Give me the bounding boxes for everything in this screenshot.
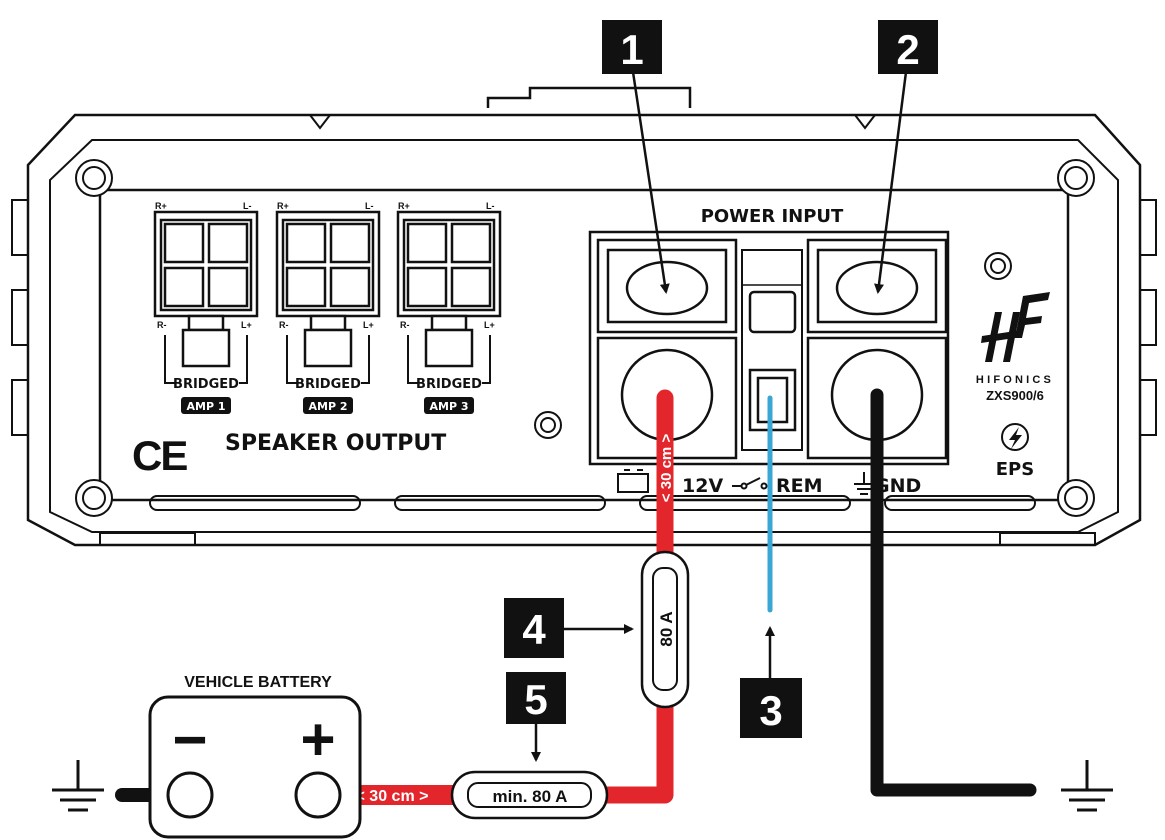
callout-4: 4 xyxy=(504,598,564,658)
length-near-amp-label: < 30 cm > xyxy=(658,434,675,503)
terminal-gnd-label: GND xyxy=(874,475,921,497)
fuse-near-battery-label: min. 80 A xyxy=(493,787,568,806)
power-wire-lower xyxy=(590,700,674,804)
lightning-bolt-icon xyxy=(1001,423,1029,451)
svg-text:3: 3 xyxy=(759,687,782,734)
pin-label-r-plus: R+ xyxy=(277,201,289,211)
amp-channel-label: AMP 2 xyxy=(308,400,347,413)
brand-name: HIFONICS xyxy=(976,374,1054,386)
bridged-label: BRIDGED xyxy=(416,377,482,392)
ground-wire xyxy=(870,388,1037,797)
callout-1: 1 xyxy=(602,20,662,74)
svg-text:5: 5 xyxy=(524,676,547,723)
hifonics-logo-icon xyxy=(981,292,1050,362)
fuse-near-amp: 80 A xyxy=(640,550,690,709)
ce-mark: CE xyxy=(132,432,187,479)
power-input-label: POWER INPUT xyxy=(701,206,844,227)
speaker-connector-amp-1: R+ L- R- L+ BRIDGED AMP 1 xyxy=(153,201,259,414)
callout-2: 2 xyxy=(878,20,938,74)
fuse-near-amp-label: 80 A xyxy=(657,611,676,646)
pin-label-r-plus: R+ xyxy=(155,201,167,211)
terminal-rem-label: REM xyxy=(776,475,823,497)
speaker-connectors: R+ L- R- L+ BRIDGED AMP 1 R+ L- R- L+ BRIDGED AMP 2… xyxy=(153,201,502,414)
svg-text:4: 4 xyxy=(522,606,546,653)
callout-3: 3 xyxy=(740,678,802,738)
speaker-connector-amp-2: R+ L- R- L+ BRIDGED AMP 2 xyxy=(275,201,381,414)
pin-label-r-minus: R- xyxy=(400,320,410,330)
vehicle-battery xyxy=(148,695,362,839)
bridged-label: BRIDGED xyxy=(295,377,361,392)
pin-label-l-plus: L+ xyxy=(484,320,495,330)
pin-label-l-minus: L- xyxy=(486,201,495,211)
pin-label-l-plus: L+ xyxy=(363,320,374,330)
bridged-label: BRIDGED xyxy=(173,377,239,392)
pin-label-l-plus: L+ xyxy=(241,320,252,330)
battery-symbol-icon xyxy=(617,469,649,493)
battery-minus-symbol: − xyxy=(172,706,207,773)
speaker-connector-amp-3: R+ L- R- L+ BRIDGED AMP 3 xyxy=(396,201,502,414)
svg-text:1: 1 xyxy=(620,26,643,73)
length-near-battery-label: < 30 cm > xyxy=(356,788,429,805)
switch-symbol-icon xyxy=(732,477,768,490)
pin-label-l-minus: L- xyxy=(243,201,252,211)
pin-label-r-minus: R- xyxy=(279,320,289,330)
pin-label-l-minus: L- xyxy=(365,201,374,211)
callout-arrows xyxy=(531,71,908,762)
pin-label-r-minus: R- xyxy=(157,320,167,330)
terminal-12v-label: 12V xyxy=(682,475,723,497)
amp-channel-label: AMP 1 xyxy=(186,400,225,413)
amplifier-housing xyxy=(11,86,1157,547)
ground-symbol-icon xyxy=(1061,760,1113,812)
battery-plus-symbol: + xyxy=(300,706,335,773)
fuse-near-battery: min. 80 A xyxy=(450,770,609,820)
amp-channel-label: AMP 3 xyxy=(429,400,468,413)
model-label: ZXS900/6 xyxy=(986,388,1044,403)
pin-label-r-plus: R+ xyxy=(398,201,410,211)
mounting-screws xyxy=(75,159,1095,517)
speaker-output-label: SPEAKER OUTPUT xyxy=(225,431,446,456)
ground-symbol-icon xyxy=(52,760,104,812)
svg-text:2: 2 xyxy=(896,26,919,73)
eps-label: EPS xyxy=(996,459,1034,480)
callout-5: 5 xyxy=(506,672,566,724)
battery-label: VEHICLE BATTERY xyxy=(184,674,332,691)
